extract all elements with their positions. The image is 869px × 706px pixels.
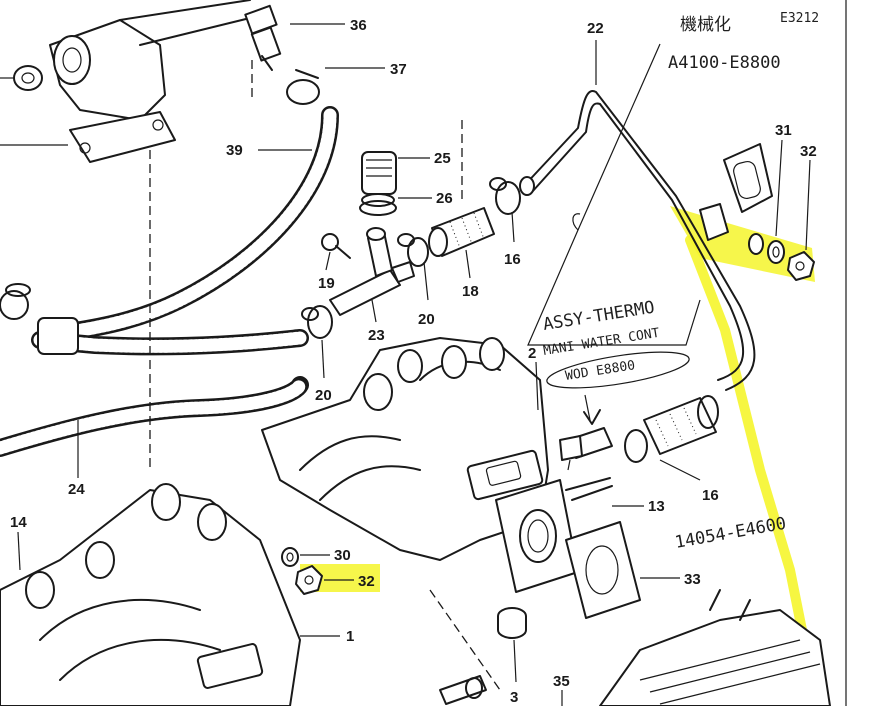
pipe-22: 22 (519, 20, 756, 391)
clamp-20-right: 20 (397, 233, 435, 328)
intake-manifold: 2 (261, 337, 549, 561)
label-26: 26 (436, 190, 453, 207)
label-39: 39 (226, 142, 243, 159)
label-23: 23 (368, 327, 385, 344)
label-18: 18 (462, 283, 479, 300)
label-13: 13 (648, 498, 665, 515)
hose-24: 24 (0, 317, 309, 498)
engine-block (599, 589, 831, 706)
thermostat-assembly: 16 (559, 395, 719, 504)
note-code-top: A4100-E8800 (668, 53, 781, 73)
clamp-37: 37 (286, 61, 407, 105)
part-35: 35 (553, 673, 570, 706)
label-24: 24 (68, 481, 85, 498)
note-top-kanji: 機械化 (680, 15, 731, 35)
part-25-26: 25 26 (359, 150, 453, 216)
clamp-16-mid: 16 (489, 177, 521, 268)
label-1: 1 (346, 628, 354, 645)
label-30: 30 (334, 547, 351, 564)
tee-23: 23 (329, 227, 415, 344)
label-2: 2 (528, 345, 536, 362)
fitting-36: 36 (244, 4, 367, 71)
note-top-corner: E3212 (780, 11, 819, 26)
label-3: 3 (510, 689, 518, 706)
hose-39: 39 (41, 106, 339, 344)
label-20-left: 20 (315, 387, 332, 404)
clamp-left-edge (0, 283, 31, 320)
note-thermo-3: WOD E8800 (564, 358, 636, 384)
nut-32-top: 32 (787, 143, 817, 281)
highlight-pipe-route (685, 235, 813, 665)
flange-13: 13 (495, 477, 665, 593)
label-16-lower: 16 (702, 487, 719, 504)
handwritten-notes: 機械化 E3212 A4100-E8800 ASSY-THERMO MANI W… (542, 11, 819, 553)
plug-3: 3 (497, 607, 527, 706)
exhaust-manifold: 1 14 (0, 483, 354, 706)
label-25: 25 (434, 150, 451, 167)
label-31: 31 (775, 122, 792, 139)
label-16-mid: 16 (504, 251, 521, 268)
label-32-bottom: 32 (358, 573, 375, 590)
label-19: 19 (318, 275, 335, 292)
fitting-bottom-center (439, 675, 487, 705)
fitting-19: 19 (318, 233, 351, 292)
label-32-top: 32 (800, 143, 817, 160)
label-20-right: 20 (418, 311, 435, 328)
dashed-guides (149, 60, 501, 691)
washer-30: 30 (281, 547, 351, 567)
nut-32-bottom: 32 (295, 565, 375, 595)
note-thermo-circle (546, 351, 690, 389)
clamp-20-left: 20 (301, 305, 333, 404)
label-33: 33 (684, 571, 701, 588)
gasket-33: 33 (565, 521, 701, 619)
label-37: 37 (390, 61, 407, 78)
label-22: 22 (587, 20, 604, 37)
hose-18: 18 (428, 207, 495, 300)
label-35: 35 (553, 673, 570, 690)
label-14: 14 (10, 514, 27, 531)
water-outlet-assembly (0, 0, 251, 163)
thermo-callout (527, 43, 701, 425)
label-36: 36 (350, 17, 367, 34)
bracket-31: 31 (699, 122, 792, 264)
note-code-right: 14054-E4600 (673, 514, 787, 553)
